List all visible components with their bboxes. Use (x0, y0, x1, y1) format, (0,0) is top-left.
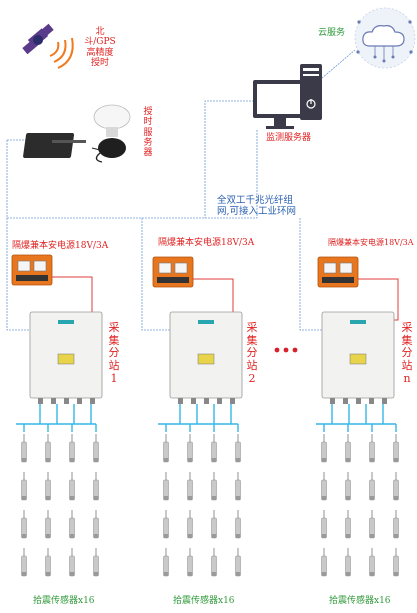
satellite-label-line-2: 高精度 (86, 47, 114, 58)
power-label-3: 隔爆兼本安电源18V/3A (328, 238, 414, 247)
sensor (93, 434, 99, 463)
sensor (393, 434, 399, 463)
sensor (235, 510, 241, 539)
sensor (93, 510, 99, 539)
sensor (393, 510, 399, 539)
sensor (21, 434, 27, 463)
network-label-line-1: 全双工千兆光纤组 (217, 195, 294, 206)
cloud-icon (354, 7, 416, 69)
sensor-label-2: 拾震传感器x16 (173, 596, 235, 606)
sensor (21, 472, 27, 501)
sensor-groups (16, 404, 399, 577)
cloud-label: 云服务 (318, 28, 346, 38)
sensor (321, 510, 327, 539)
sensor (187, 472, 193, 501)
station-label-1: 采集分站1 (108, 321, 120, 385)
sensor (163, 510, 169, 539)
sensor (69, 548, 75, 577)
network-label-line-2: 网,可接入工业环网 (217, 205, 297, 217)
sensor (21, 548, 27, 577)
sensor (163, 472, 169, 501)
monitor-server-label: 监测服务器 (266, 133, 312, 143)
station-3 (321, 311, 395, 404)
sensor (369, 548, 375, 577)
sensor (369, 472, 375, 501)
sensor (163, 548, 169, 577)
power-line-3 (358, 278, 399, 321)
sensor (93, 472, 99, 501)
sensor (235, 548, 241, 577)
sensor (45, 434, 51, 463)
sensor (21, 510, 27, 539)
satellite-label-line-3: 授时 (90, 58, 109, 69)
sensor (393, 472, 399, 501)
sensor-group-2 (158, 404, 241, 577)
satellite-label: 北斗/GPS 高精度 授时 (83, 27, 117, 68)
sensor (235, 472, 241, 501)
power-label-2: 隔爆兼本安电源18V/3A (158, 238, 255, 248)
sensor (345, 434, 351, 463)
sensor (345, 510, 351, 539)
sensor (345, 548, 351, 577)
sensor (369, 510, 375, 539)
power-label-1: 隔爆兼本安电源18V/3A (12, 241, 109, 251)
station-label-3: 采集分站n (401, 321, 413, 385)
stations (29, 311, 395, 404)
sensor (321, 472, 327, 501)
sensor-label-1: 拾震传感器x16 (33, 596, 95, 606)
sensor (211, 472, 217, 501)
sensor (45, 472, 51, 501)
power-supply-3 (317, 256, 399, 321)
sensor (235, 434, 241, 463)
sensor (187, 548, 193, 577)
sensor (369, 434, 375, 463)
sensor (187, 434, 193, 463)
sensor (69, 434, 75, 463)
sensor (187, 510, 193, 539)
sensor (211, 434, 217, 463)
sensor (321, 548, 327, 577)
sensor (211, 510, 217, 539)
sensor (93, 548, 99, 577)
sensor-group-3 (316, 404, 399, 577)
sensor (69, 510, 75, 539)
station-label-2: 采集分站2 (246, 321, 258, 385)
timing-server-label: 授时服务器 (143, 107, 153, 159)
ellipsis-dots (274, 347, 298, 353)
station-1 (29, 311, 103, 404)
sensor (321, 434, 327, 463)
monitor-server-icon (253, 64, 322, 129)
sensor (45, 510, 51, 539)
sensor-group-1 (16, 404, 99, 577)
network-label: 全双工千兆光纤组 网,可接入工业环网 (217, 195, 297, 218)
sensor (163, 434, 169, 463)
power-supply-2 (152, 256, 242, 321)
network-lines (6, 49, 356, 331)
satellite-icon (22, 23, 74, 69)
power-supply-1 (11, 254, 102, 321)
station-2 (169, 311, 243, 404)
sensor (69, 472, 75, 501)
sensor-label-3: 拾震传感器x16 (329, 596, 391, 606)
sensor (345, 472, 351, 501)
sensor (393, 548, 399, 577)
timing-server-icon (23, 104, 131, 163)
power-supplies (11, 254, 399, 321)
satellite-label-line-1: 北斗/GPS (84, 27, 116, 48)
sensor (45, 548, 51, 577)
sensor (211, 548, 217, 577)
